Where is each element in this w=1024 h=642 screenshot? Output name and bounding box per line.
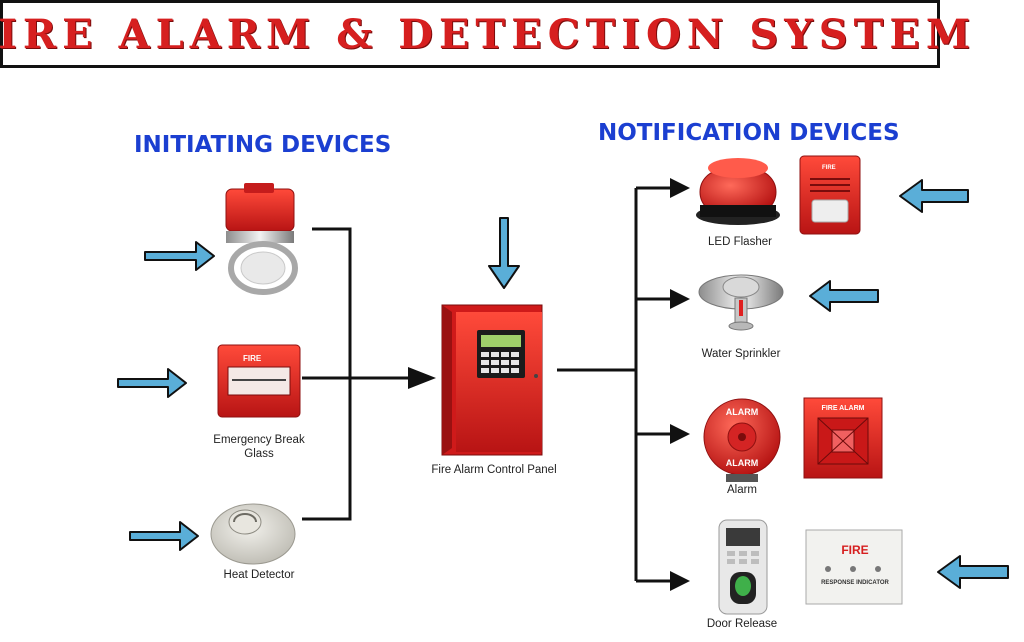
pointer-arrow-break-glass xyxy=(117,368,187,398)
alarm-bell-bottom-label: ALARM xyxy=(726,458,759,468)
caption-water-sprinkler: Water Sprinkler xyxy=(701,348,781,360)
page-title: FIRE ALARM & DETECTION SYSTEM xyxy=(0,10,977,58)
connector-flow-switch xyxy=(302,227,352,521)
control-panel-device xyxy=(441,304,543,456)
initiating-devices-heading: INITIATING DEVICES xyxy=(134,132,392,158)
connector-lines xyxy=(302,186,672,583)
sounder-strobe-device xyxy=(799,155,861,235)
break-glass-fire-label: FIRE xyxy=(243,354,262,363)
pointer-arrow-panel xyxy=(488,217,520,289)
caption-led-flasher: LED Flasher xyxy=(708,236,772,248)
fire-alarm-callpoint-device xyxy=(803,397,883,479)
response-indicator-fire-label: FIRE xyxy=(841,543,868,557)
pointer-arrow-heat-detector xyxy=(129,521,199,551)
alarm-bell-top-label: ALARM xyxy=(726,407,759,417)
break-glass-device xyxy=(217,344,301,418)
caption-control-panel: Fire Alarm Control Panel xyxy=(431,464,557,476)
led-flasher-device xyxy=(696,158,780,225)
heat-detector-device xyxy=(210,503,296,565)
arrowhead-to-door xyxy=(670,571,690,591)
pointer-arrow-sprinkler xyxy=(809,280,879,312)
response-indicator-label: RESPONSE INDICATOR xyxy=(821,580,889,586)
caption-door-release: Door Release xyxy=(706,618,778,630)
pointer-arrows xyxy=(117,179,1009,589)
title-box: FIRE ALARM & DETECTION SYSTEM xyxy=(0,0,970,68)
pointer-arrow-flow-switch xyxy=(144,241,215,271)
arrowhead-to-led xyxy=(670,178,690,198)
pointer-arrow-door xyxy=(937,555,1009,589)
arrowhead-to-alarm xyxy=(670,424,690,444)
caption-break-glass: Emergency Break Glass xyxy=(204,433,314,461)
caption-break-glass-line2: Glass xyxy=(244,448,274,460)
caption-break-glass-line1: Emergency Break xyxy=(213,434,305,446)
connector-arrowheads xyxy=(408,178,690,591)
callpoint-fire-alarm-label: FIRE ALARM xyxy=(822,405,865,412)
pointer-arrow-led xyxy=(899,179,969,213)
water-sprinkler-device xyxy=(698,274,784,331)
door-release-device xyxy=(718,519,768,615)
flow-switch-device xyxy=(225,183,298,295)
sounder-fire-label: FIRE xyxy=(822,165,836,171)
notification-devices-heading: NOTIFICATION DEVICES xyxy=(598,120,900,146)
caption-alarm: Alarm xyxy=(726,484,758,496)
caption-heat-detector: Heat Detector xyxy=(223,569,295,581)
arrowhead-to-panel xyxy=(408,367,436,389)
response-indicator-device xyxy=(805,529,903,605)
arrowhead-to-sprinkler xyxy=(670,289,690,309)
alarm-bell-device xyxy=(703,398,781,482)
